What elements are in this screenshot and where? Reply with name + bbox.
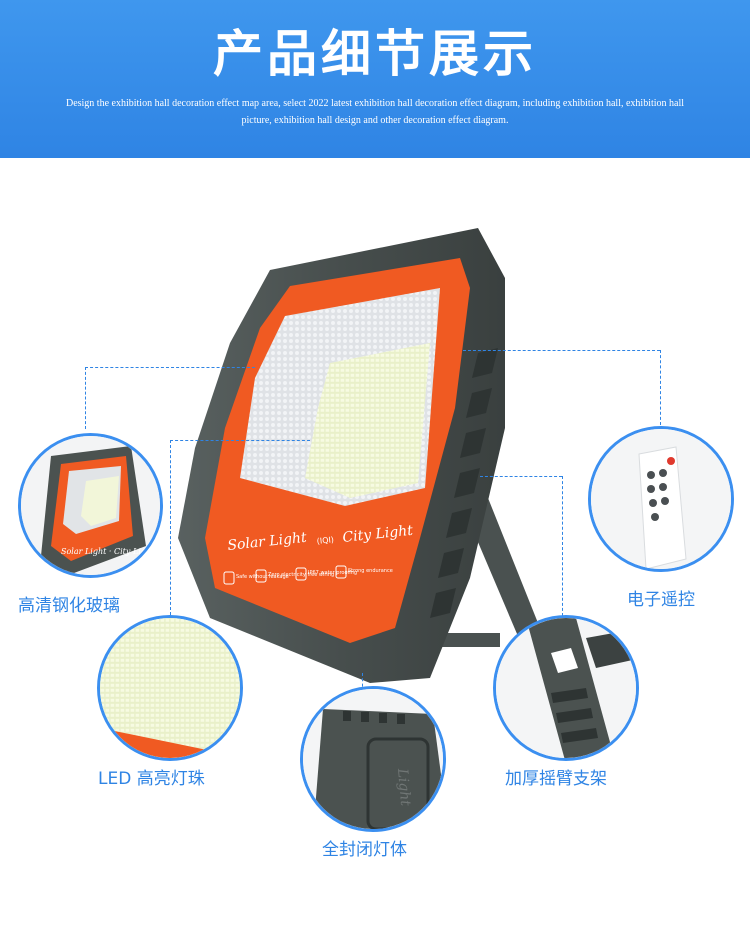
leader-glass-h bbox=[85, 367, 255, 368]
leader-remote-h bbox=[463, 350, 660, 351]
feature-icons: Safe without leakage Zero electricity fr… bbox=[223, 565, 393, 585]
feature-safe-text: Safe without leakage bbox=[236, 574, 289, 580]
feature-endurance-text: Strong endurance bbox=[348, 568, 393, 574]
body-side-text: Light bbox=[394, 767, 413, 807]
label-bracket: 加厚摇臂支架 bbox=[505, 769, 607, 789]
label-led: LED 高亮灯珠 bbox=[98, 769, 205, 789]
feature-ip67-text: IP67 water proofing bbox=[308, 570, 357, 576]
callout-body-image: Light bbox=[300, 686, 446, 832]
brand-center-text: (IQI) bbox=[316, 535, 334, 546]
cooling-fins bbox=[430, 348, 498, 618]
label-glass: 高清钢化玻璃 bbox=[18, 596, 120, 616]
brand-right-text: City Light bbox=[342, 523, 414, 546]
callout-remote-image bbox=[588, 426, 734, 572]
callout-led-image bbox=[97, 615, 243, 761]
leader-led-h bbox=[170, 440, 310, 441]
leader-led-v bbox=[170, 440, 171, 615]
leader-bracket-v bbox=[562, 476, 563, 616]
callout-glass-image: Solar Light · City Light bbox=[18, 433, 163, 578]
solar-floodlight-image: Solar Light (IQI) City Light Safe withou… bbox=[178, 228, 585, 728]
feature-zero-text: Zero electricity free wiring bbox=[268, 572, 334, 578]
product-showcase: Solar Light (IQI) City Light Safe withou… bbox=[0, 158, 750, 925]
label-remote: 电子遥控 bbox=[627, 590, 695, 610]
header-banner: 产品细节展示 Design the exhibition hall decora… bbox=[0, 0, 750, 158]
leader-bracket-h bbox=[480, 476, 562, 477]
label-body: 全封闭灯体 bbox=[322, 840, 407, 860]
callout-bracket-image bbox=[493, 615, 639, 761]
page-title: 产品细节展示 bbox=[213, 24, 537, 83]
leader-remote-v bbox=[660, 350, 661, 425]
led-board bbox=[305, 343, 430, 498]
leader-glass-v bbox=[85, 367, 86, 429]
page-subtitle: Design the exhibition hall decoration ef… bbox=[65, 98, 685, 126]
svg-text:Solar Light · City Light: Solar Light · City Light bbox=[61, 547, 155, 556]
